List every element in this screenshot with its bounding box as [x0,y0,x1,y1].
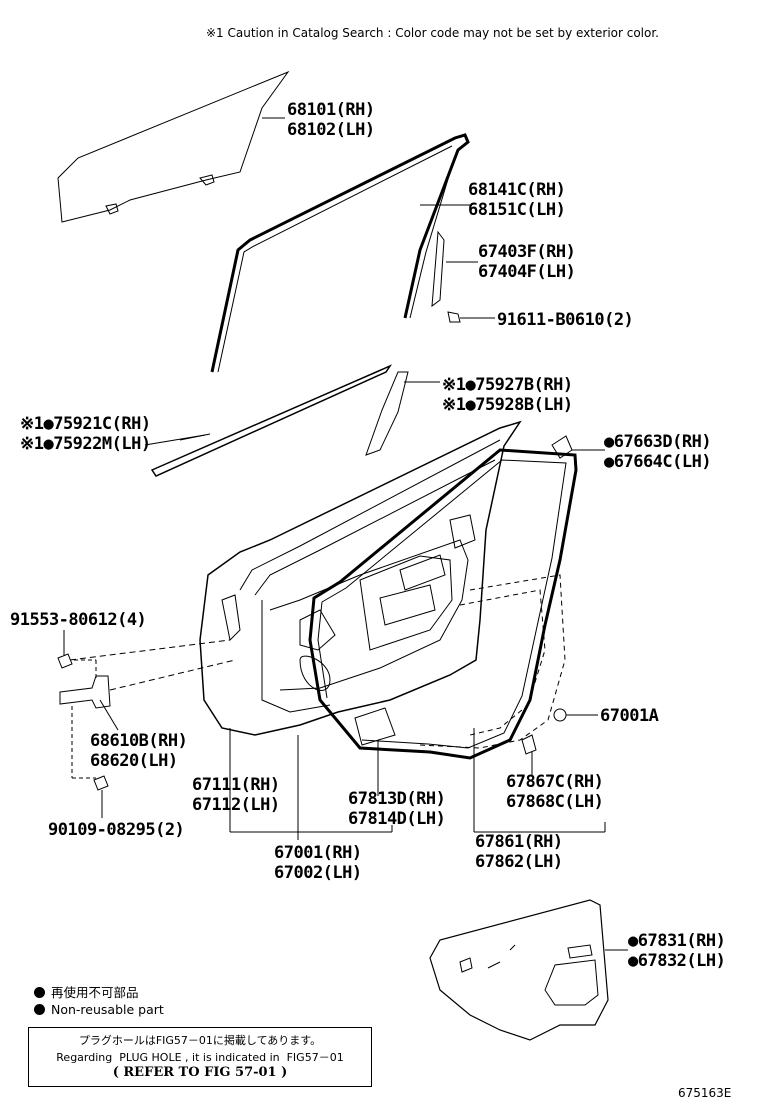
part-label-67663d[interactable]: ●67663D(RH) ●67664C(LH) [604,432,712,472]
part-label-75921c[interactable]: ※1●75921C(RH) ※1●75922M(LH) [20,414,151,454]
part-label-line: 67403F(RH) [478,242,576,262]
part-label-line: 67868C(LH) [506,792,604,812]
part-label-line: 67112(LH) [192,795,280,815]
part-label-line: ●67831(RH) [628,931,726,951]
large-service-hole-cover [429,899,609,1041]
part-label-68141c[interactable]: 68141C(RH) 68151C(LH) [468,180,566,220]
part-label-67813d[interactable]: 67813D(RH) 67814D(LH) [348,789,446,829]
part-label-67111[interactable]: 67111(RH) 67112(LH) [192,775,280,815]
caution-note: ※1 Caution in Catalog Search : Color cod… [206,26,659,40]
part-label-line: 67002(LH) [274,863,362,883]
part-label-line: 68151C(LH) [468,200,566,220]
pillar-garnish [365,371,409,456]
part-label-line: 68620(LH) [90,751,178,771]
clip-67001a [553,708,567,722]
part-label-line: 91553-80612(4) [10,610,147,630]
part-label-91611[interactable]: 91611-B0610(2) [497,310,634,330]
bullet-icon [34,1004,45,1015]
door-hinge [59,675,111,709]
part-label-67001a[interactable]: 67001A [600,706,659,726]
part-label-67831[interactable]: ●67831(RH) ●67832(LH) [628,931,726,971]
note-line-jp: プラグホールはFIG57－01に掲載してあります。 [78,1034,322,1047]
bolt-91553 [57,653,73,669]
door-glass [57,70,290,223]
part-label-67867c[interactable]: 67867C(RH) 67868C(LH) [506,772,604,812]
part-label-line: 67813D(RH) [348,789,446,809]
illustration-number: 675163E [678,1086,732,1100]
bullet-icon [34,987,45,998]
legend-jp: 再使用不可部品 [34,982,139,1001]
part-label-67403f[interactable]: 67403F(RH) 67404F(LH) [478,242,576,282]
part-label-75927b[interactable]: ※1●75927B(RH) ※1●75928B(LH) [442,375,573,415]
part-label-line: ※1●75927B(RH) [442,375,573,395]
part-label-line: 67001A [600,706,659,726]
part-label-68610b[interactable]: 68610B(RH) 68620(LH) [90,731,188,771]
part-label-line: 67001(RH) [274,843,362,863]
part-label-line: ●67663D(RH) [604,432,712,452]
plug-hole-note: プラグホールはFIG57－01に掲載してあります。 Regarding PLUG… [28,1027,372,1087]
note-line-en: Regarding PLUG HOLE , it is indicated in… [56,1051,344,1064]
part-label-67861[interactable]: 67861(RH) 67862(LH) [475,832,563,872]
legend-en: Non-reusable part [34,1002,164,1017]
part-label-line: 67867C(RH) [506,772,604,792]
part-label-line: 68102(LH) [287,120,375,140]
part-label-line: 90109-08295(2) [48,820,185,840]
belt-moulding [150,364,393,477]
service-hole-cover [354,707,396,746]
part-label-line: 68610B(RH) [90,731,188,751]
part-label-line: ●67664C(LH) [604,452,712,472]
legend-text: 再使用不可部品 [51,985,139,1000]
division-bar [431,230,445,308]
part-label-line: ●67832(LH) [628,951,726,971]
part-label-line: 68141C(RH) [468,180,566,200]
legend-text: Non-reusable part [51,1002,164,1017]
part-label-90109[interactable]: 90109-08295(2) [48,820,185,840]
part-label-67001[interactable]: 67001(RH) 67002(LH) [274,843,362,883]
weatherstrip [308,448,578,760]
part-label-91553[interactable]: 91553-80612(4) [10,610,147,630]
part-label-line: 67814D(LH) [348,809,446,829]
part-label-line: 67862(LH) [475,852,563,872]
refer-fig-link[interactable]: ( REFER TO FIG 57-01 ) [112,1065,288,1080]
part-label-line: 91611-B0610(2) [497,310,634,330]
part-label-line: 67404F(LH) [478,262,576,282]
part-label-line: 67111(RH) [192,775,280,795]
part-label-line: 67861(RH) [475,832,563,852]
part-label-line: ※1●75922M(LH) [20,434,151,454]
part-label-line: ※1●75928B(LH) [442,395,573,415]
glass-run [210,133,470,373]
part-label-68101[interactable]: 68101(RH) 68102(LH) [287,100,375,140]
door-panel [199,420,522,736]
part-label-line: ※1●75921C(RH) [20,414,151,434]
part-label-line: 68101(RH) [287,100,375,120]
